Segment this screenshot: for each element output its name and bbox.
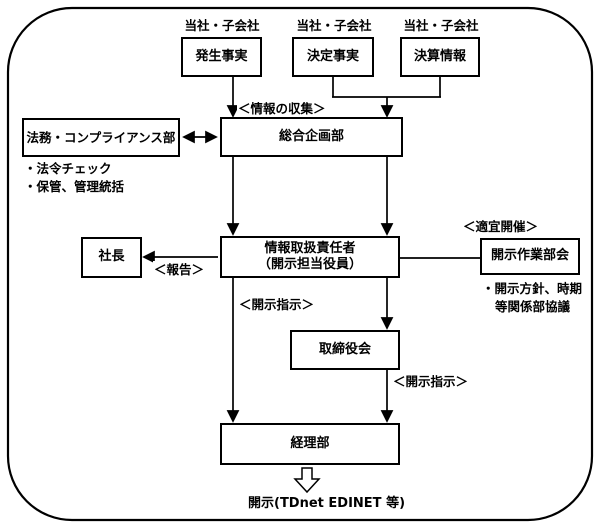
disclosure-instruction-right-label: ＜開示指示＞ (392, 373, 470, 391)
financial-info-box: 決算情報 (400, 37, 480, 77)
information-handler-title: 情報取扱責任者 (264, 240, 356, 256)
disclosure-working-group-box: 開示作業部会 (480, 238, 580, 275)
decided-facts-box: 決定事実 (292, 37, 374, 77)
information-handler-subtitle: （開示担当役員） (257, 257, 362, 272)
report-label: ＜報告＞ (153, 261, 206, 279)
as-needed-label: ＜適宜開催＞ (462, 218, 540, 236)
outer-rounded-border (6, 6, 594, 522)
disclosure-instruction-left-label: ＜開示指示＞ (238, 296, 316, 314)
legal-compliance-notes: ・法令チェック ・保管、管理統括 (24, 160, 124, 196)
company-subsidiary-label: 当社・子会社 (288, 17, 380, 35)
information-handler-box: 情報取扱責任者 （開示担当役員） (220, 236, 400, 278)
disclosure-output-label: 開示(TDnet EDINET 等) (247, 495, 407, 514)
accounting-dept-box: 経理部 (220, 423, 400, 465)
working-group-notes: ・開示方針、時期 等関係部協議 (482, 280, 582, 316)
info-collection-label: ＜情報の収集＞ (237, 100, 327, 118)
corporate-planning-box: 総合企画部 (220, 117, 403, 157)
company-subsidiary-label: 当社・子会社 (395, 17, 487, 35)
note-storage-management: ・保管、管理統括 (24, 179, 125, 195)
president-box: 社長 (81, 237, 142, 278)
occurred-facts-box: 発生事実 (181, 37, 262, 77)
note-legal-check: ・法令チェック (24, 161, 112, 176)
legal-compliance-box: 法務・コンプライアンス部 (22, 118, 180, 157)
note-related-depts: 等関係部協議 (495, 299, 571, 315)
board-of-directors-box: 取締役会 (290, 330, 400, 370)
block-arrow-disclosure-output (293, 467, 321, 494)
company-subsidiary-label: 当社・子会社 (176, 17, 268, 35)
note-disclosure-policy: ・開示方針、時期 (482, 281, 583, 296)
